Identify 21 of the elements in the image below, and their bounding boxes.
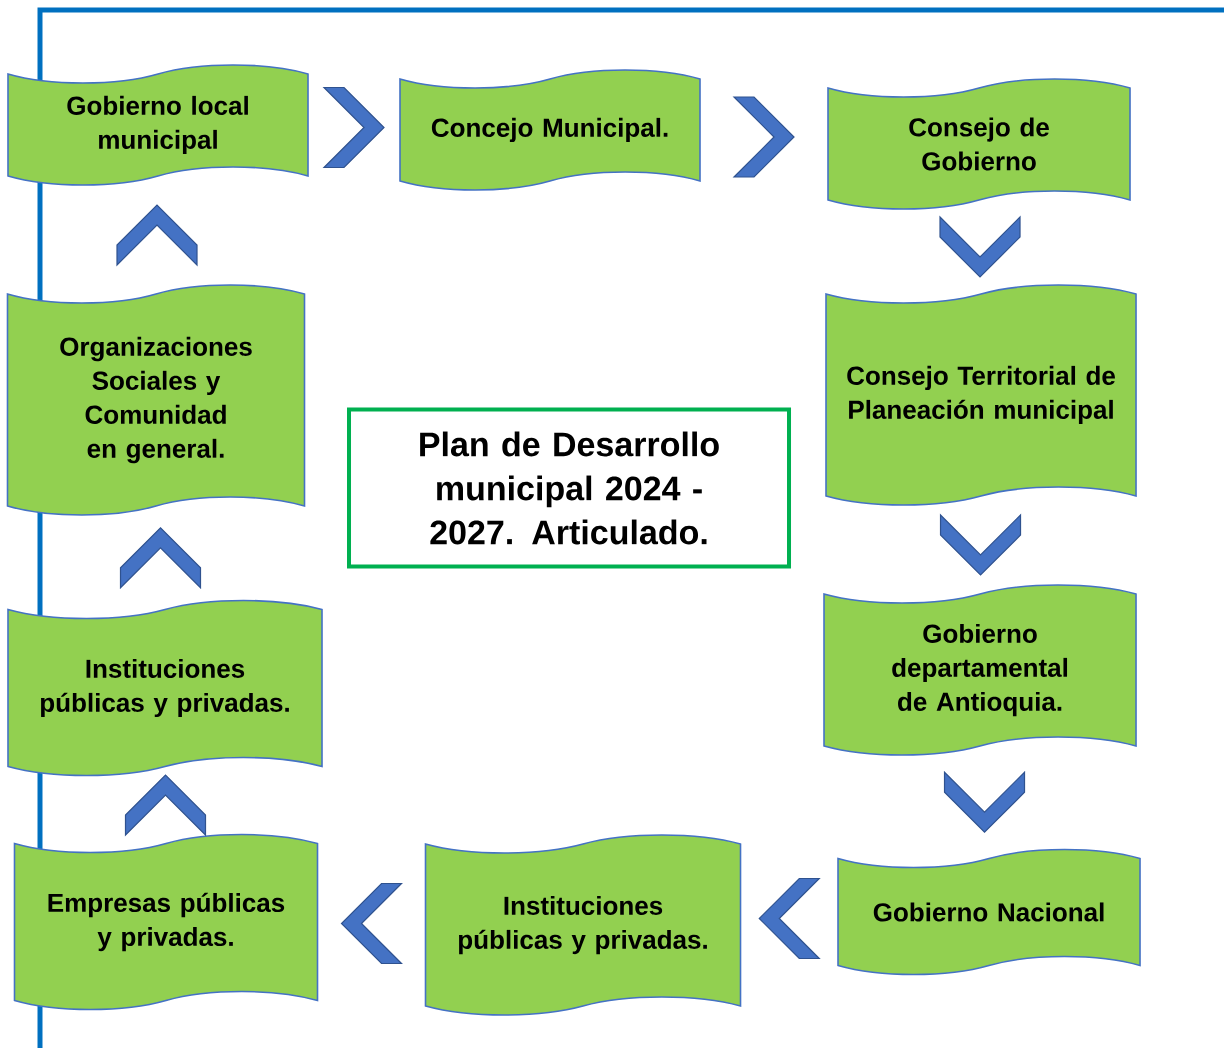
banner-box: Gobierno departamental de Antioquia. [823,584,1137,756]
chevron-arrow [758,877,821,960]
chevron-arrow [732,96,795,178]
banner-box: Empresas públicas y privadas. [13,833,319,1011]
banner-box: Gobierno local municipal [7,64,309,186]
chevron-arrow [939,215,1021,278]
chevron-arrow [116,204,198,267]
chevron-arrow [322,86,385,169]
banner-box: Instituciones públicas y privadas. [7,599,323,777]
title-box: Plan de Desarrollo municipal 2024 - 2027. Articulado. [347,407,791,569]
chevron-arrow [340,882,403,965]
banner-box: Organizaciones Sociales y Comunidad en general. [6,284,306,516]
chevron-arrow [119,526,202,590]
chevron-arrow [124,774,207,837]
banner-box: Consejo Territorial de Planeación municipal [825,284,1137,506]
banner-box: Gobierno Nacional [837,848,1141,976]
banner-box: Instituciones públicas y privadas. [424,834,742,1016]
chevron-arrow [939,513,1022,576]
banner-box: Consejo de Gobierno [827,78,1131,210]
banner-box: Concejo Municipal. [399,69,701,191]
chevron-arrow [943,770,1026,834]
